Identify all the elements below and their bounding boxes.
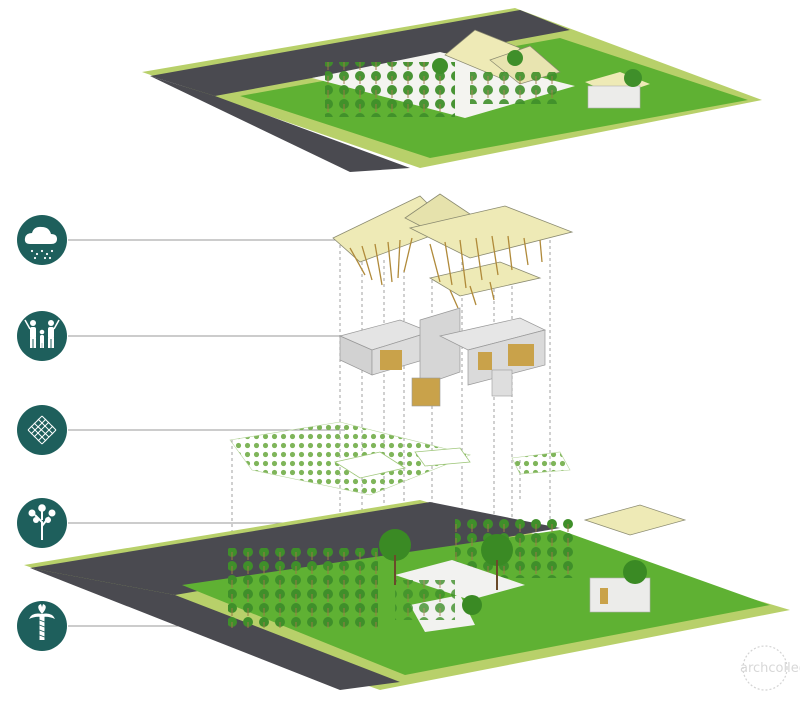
lattice-layer — [229, 421, 571, 496]
watermark-text: archcollege — [740, 661, 800, 676]
walls-layer — [338, 307, 547, 407]
family-icon — [17, 311, 67, 361]
top-site-plate — [142, 8, 762, 172]
bottom-site-plate — [24, 500, 790, 690]
tree-icon — [17, 498, 67, 548]
palm-icon — [17, 601, 67, 651]
watermark-logo: archcollege — [740, 645, 800, 691]
lattice-icon — [17, 405, 67, 455]
cloud-rain-icon — [17, 215, 67, 265]
roof-layer — [332, 193, 574, 309]
legend — [17, 215, 67, 651]
